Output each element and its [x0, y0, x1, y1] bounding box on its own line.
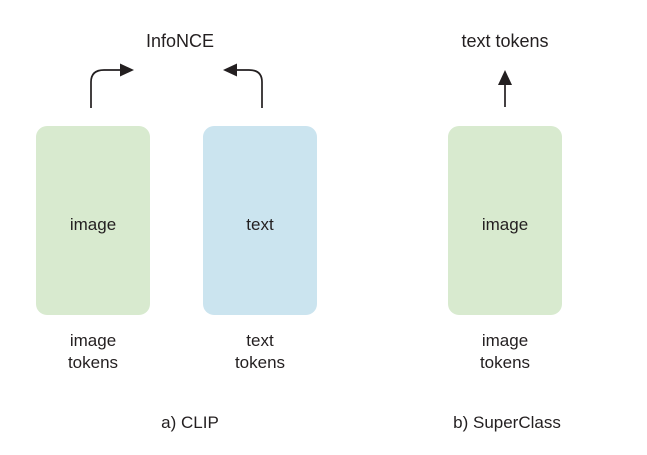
arrow-curved-left-icon — [223, 63, 263, 108]
image-box-superclass: image — [448, 126, 562, 315]
text-tokens-label-clip: text tokens — [234, 331, 286, 372]
panel-caption-superclass: b) SuperClass — [453, 413, 561, 432]
text-tokens-output-label: text tokens — [461, 31, 549, 51]
arrow-curved-right-icon — [90, 63, 134, 108]
image-box-clip: image — [36, 126, 150, 315]
image-box-label: image — [69, 215, 117, 234]
image-box-label: image — [481, 215, 529, 234]
image-tokens-label-superclass: image tokens — [479, 331, 531, 372]
arrow-straight-up-icon — [498, 70, 512, 107]
text-box-clip: text — [203, 126, 317, 315]
panel-caption-clip: a) CLIP — [161, 413, 219, 432]
infonce-loss-label: InfoNCE — [145, 31, 215, 51]
text-box-label: text — [246, 215, 274, 234]
image-tokens-label-clip: image tokens — [67, 331, 119, 372]
